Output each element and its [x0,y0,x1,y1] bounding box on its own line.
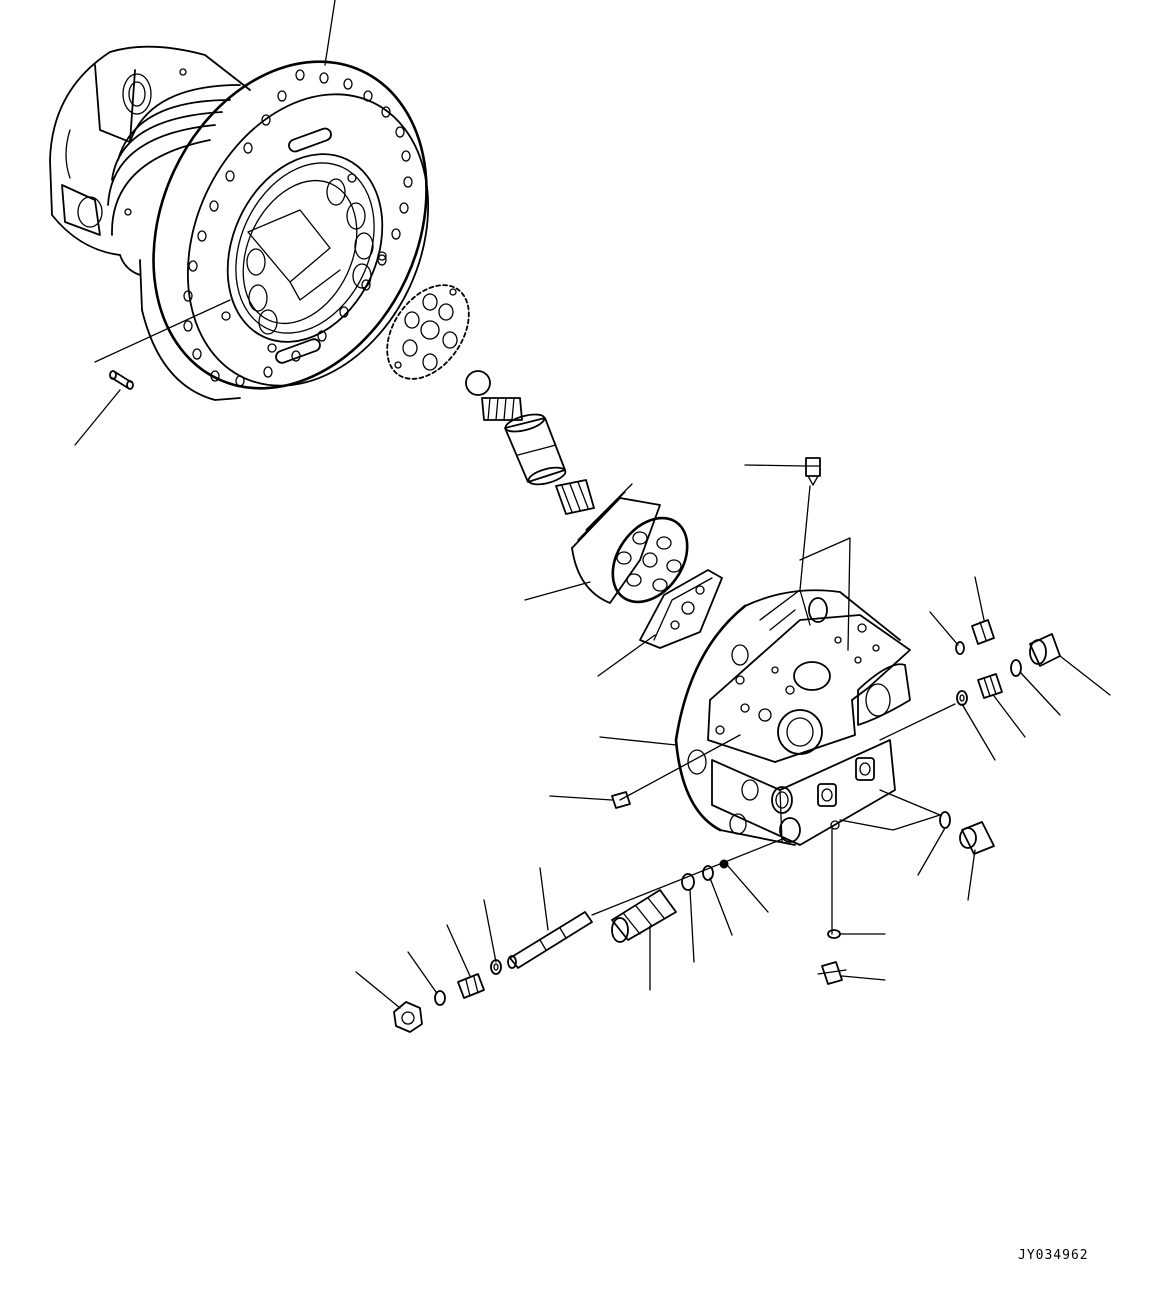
swash-plate [639,569,723,649]
dowel-pin [109,370,134,390]
right-plug-large [1029,633,1061,667]
small-plug-left [611,791,631,809]
right-plug-low [959,821,995,855]
motor-case-rear-hub [49,45,251,256]
top-plug-nipple [805,457,821,486]
bottom-oring [827,929,841,939]
check-valve-cartridge [611,889,677,943]
valve-plate [386,284,470,380]
right-spring-mid [977,673,1003,699]
right-oring-mid [1010,659,1022,677]
left-oring-small [434,990,446,1006]
right-oring-upper [955,641,965,655]
valve-body [674,589,911,846]
spring-small-upper [481,397,523,421]
left-spring [457,973,485,999]
motor-case-bands [107,84,241,276]
left-bolt-head [393,1001,423,1033]
motor-case-bolt-holes [183,69,413,387]
cylinder-block [571,483,689,604]
figure-id-code: JY034962 [1018,1248,1089,1263]
right-oring-low [939,811,951,829]
spherical-bushing [465,370,491,396]
leader-lines [74,0,1111,1009]
spring-small-lower [555,479,595,515]
bottom-plug [817,961,847,985]
right-washer-mid [956,690,968,706]
right-cap-upper [971,619,995,645]
cylinder-sleeve [504,413,567,486]
motor-case [49,45,430,401]
small-orings-center [681,859,729,891]
motor-case-flange [139,60,430,401]
spool-assembly [507,911,593,969]
